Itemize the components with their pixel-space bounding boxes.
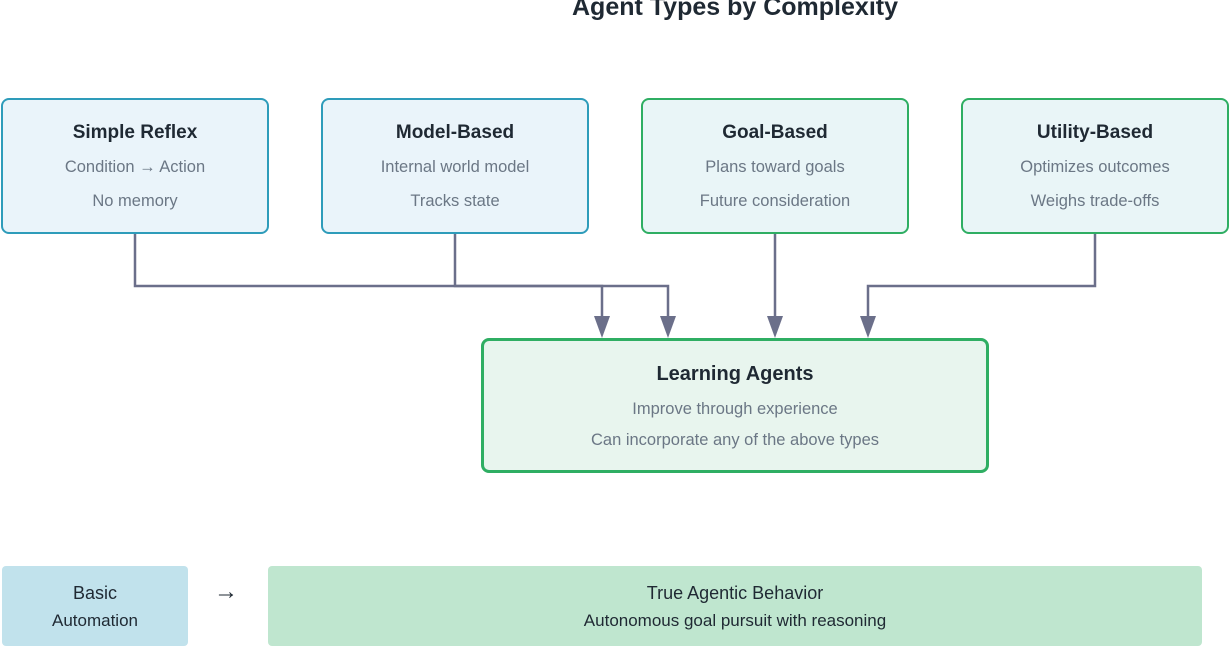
box-line: True Agentic Behavior — [646, 583, 824, 603]
connector-simple-reflex — [133, 234, 604, 318]
box-line: Basic — [72, 583, 117, 603]
right-arrow-icon: → — [214, 578, 238, 605]
box-title: Goal-Based — [722, 122, 828, 143]
connector-model-based — [453, 234, 670, 318]
arrowhead-3 — [767, 316, 783, 338]
box-line: Internal world model — [380, 158, 530, 176]
box-title: Simple Reflex — [72, 122, 198, 143]
diagram-title: Agent Types by Complexity — [572, 0, 898, 21]
box-title: Learning Agents — [656, 363, 814, 385]
box-line: Tracks state — [410, 192, 500, 210]
box-title: Utility-Based — [1036, 122, 1154, 143]
arrowhead-4 — [860, 316, 876, 338]
arrowhead-2 — [660, 316, 676, 338]
box-line: Improve through experience — [632, 400, 838, 418]
box-line: Autonomous goal pursuit with reasoning — [583, 611, 887, 630]
box-line: Plans toward goals — [705, 158, 845, 176]
box-line: Optimizes outcomes — [1020, 158, 1170, 176]
connector-utility-based — [866, 234, 1097, 318]
box-line: Condition → Action — [64, 158, 206, 176]
box-line: Can incorporate any of the above types — [590, 431, 880, 449]
arrowhead-1 — [594, 316, 610, 338]
learning-agents-box: Learning Agents Improve through experien… — [481, 338, 989, 473]
box-line: Automation — [52, 611, 138, 630]
agent-box-utility-based: Utility-Based Optimizes outcomes Weighs … — [961, 98, 1229, 234]
agent-box-goal-based: Goal-Based Plans toward goals Future con… — [641, 98, 909, 234]
agent-box-model-based: Model-Based Internal world model Tracks … — [321, 98, 589, 234]
box-title: Model-Based — [395, 122, 515, 143]
basic-automation-box: Basic Automation — [2, 566, 188, 646]
agent-box-simple-reflex: Simple Reflex Condition → Action No memo… — [1, 98, 269, 234]
box-line: No memory — [92, 192, 178, 210]
box-line: Weighs trade-offs — [1030, 192, 1160, 210]
true-agentic-behavior-box: True Agentic Behavior Autonomous goal pu… — [268, 566, 1202, 646]
box-line: Future consideration — [699, 192, 851, 210]
